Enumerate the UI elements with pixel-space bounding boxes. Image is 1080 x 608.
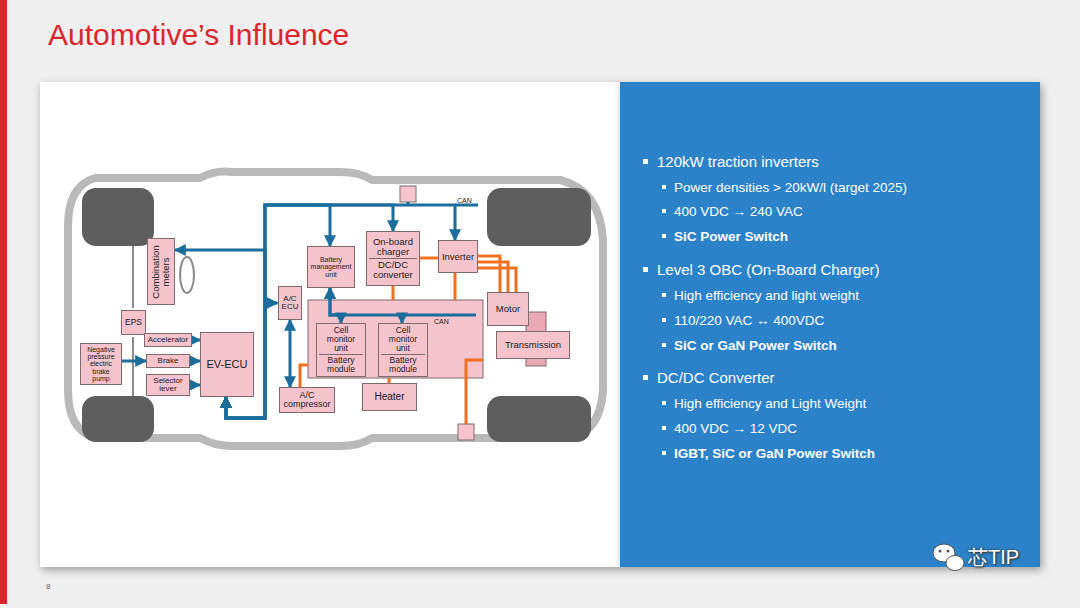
watermark: 芯TIP xyxy=(968,544,1019,571)
inverter-box: Inverter xyxy=(438,240,478,273)
bus-label: CAN xyxy=(434,318,449,325)
power-line xyxy=(466,360,483,424)
node-text: Heater xyxy=(374,392,404,403)
cell-box: Cell monitor unitBattery module xyxy=(316,323,366,377)
bus-label: CAN xyxy=(457,197,472,204)
input-box: Accelerator xyxy=(144,333,192,347)
power-line xyxy=(392,286,395,300)
node-text: A/C ECU xyxy=(281,295,300,312)
node-text: Accelerator xyxy=(148,336,188,344)
input-box: Selector lever xyxy=(146,374,190,397)
pump-box: Negative pressure electric brake pump xyxy=(80,343,122,386)
sub-bullet-text: Power densities > 20kW/l (target 2025) xyxy=(662,180,907,195)
sub-bullet-text: SiC Power Switch xyxy=(662,229,788,244)
wheel xyxy=(82,188,154,246)
node-text: Inverter xyxy=(442,252,474,262)
can-connector xyxy=(190,384,200,387)
ecu-box: EV-ECU xyxy=(200,332,254,397)
wechat-icon xyxy=(946,556,964,571)
node-text: Cell monitor unit xyxy=(319,326,363,353)
can-connector xyxy=(226,205,455,418)
bullet-text: DC/DC Converter xyxy=(643,369,775,386)
accent-bar xyxy=(0,0,7,604)
sub-bullet-text: 110/220 VAC ↔ 400VDC xyxy=(662,313,824,328)
sub-bullet-text: High efficiency and light weight xyxy=(662,288,859,303)
page-number: 8 xyxy=(46,582,50,591)
can-connector xyxy=(192,339,200,342)
can-connector xyxy=(190,360,200,363)
charger-box: On-board chargerDC/DC converter xyxy=(366,231,420,286)
can-connector xyxy=(330,288,341,323)
node-text: DC/DC converter xyxy=(369,258,417,280)
node-text: Combination meters xyxy=(151,238,171,305)
ecu-box: A/C ECU xyxy=(278,286,303,320)
node-text: Cell monitor unit xyxy=(381,326,425,353)
wheel xyxy=(487,396,591,442)
charge-port xyxy=(400,186,416,202)
power-connector xyxy=(420,257,438,260)
input-box: Brake xyxy=(146,354,190,368)
drawing-part xyxy=(947,550,950,553)
bmu-box: Battery management unit xyxy=(307,246,356,288)
steering-wheel xyxy=(180,257,194,293)
steering-axle xyxy=(132,246,134,308)
sub-bullet-text: SiC or GaN Power Switch xyxy=(662,338,837,353)
sub-bullet-text: High efficiency and Light Weight xyxy=(662,396,866,411)
node-text: Battery module xyxy=(381,354,425,374)
power-line xyxy=(300,365,308,387)
node-text: Battery management unit xyxy=(310,256,353,278)
can-bus xyxy=(402,314,476,317)
node-text: Selector lever xyxy=(149,377,187,394)
node-text: On-board charger xyxy=(369,237,417,257)
bullet-text: 120kW traction inverters xyxy=(643,153,819,170)
drawing-part xyxy=(939,550,942,553)
can-connector xyxy=(289,320,292,387)
meter-box: Combination meters xyxy=(147,238,175,305)
steering-axle xyxy=(132,337,134,396)
node-text: Brake xyxy=(158,357,179,365)
sub-bullet-text: 400 VDC → 240 VAC xyxy=(662,204,803,219)
wheel xyxy=(487,188,591,246)
can-connector xyxy=(122,360,146,363)
sub-bullet-text: IGBT, SiC or GaN Power Switch xyxy=(662,446,875,461)
node-text: Transmission xyxy=(505,340,561,350)
battery-pack xyxy=(308,300,483,378)
can-connector xyxy=(330,288,402,323)
node-text: Battery module xyxy=(319,354,363,374)
node-text: A/C compressor xyxy=(282,391,332,410)
transmission-box: Transmission xyxy=(496,331,570,359)
car-outline xyxy=(68,172,603,446)
node-text: Motor xyxy=(496,304,520,314)
eps-box: EPS xyxy=(121,310,146,335)
node-text: EV-ECU xyxy=(207,359,248,371)
node-text: EPS xyxy=(125,318,142,327)
power-connector xyxy=(478,256,500,292)
cell-box: Cell monitor unitBattery module xyxy=(378,323,428,377)
compressor-box: A/C compressor xyxy=(279,387,335,413)
power-line xyxy=(454,273,457,300)
motor-box: Motor xyxy=(487,292,529,326)
rotated-text-holder: Combination meters xyxy=(151,238,171,305)
charge-port xyxy=(458,424,474,440)
bullet-text: Level 3 OBC (On-Board Charger) xyxy=(643,261,880,278)
heater-box: Heater xyxy=(362,383,417,411)
node-text: Negative pressure electric brake pump xyxy=(83,346,119,383)
power-line xyxy=(478,268,516,292)
sub-bullet-text: 400 VDC → 12 VDC xyxy=(662,421,797,436)
slide-title: Automotive’s Influence xyxy=(48,18,349,52)
wheel xyxy=(82,396,154,442)
